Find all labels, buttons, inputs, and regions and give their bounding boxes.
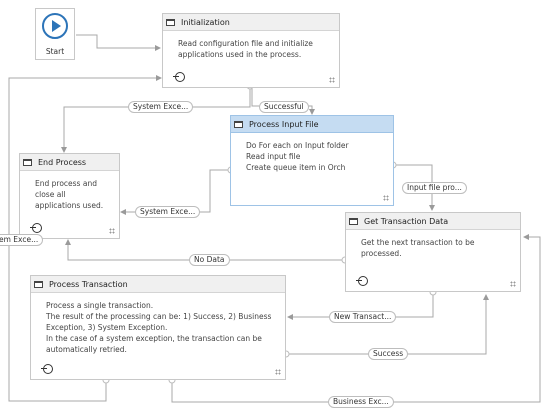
state-header: Process Input File [231,116,393,133]
transition-label-business-exception[interactable]: Business Exc... [328,396,394,408]
state-description: Get the next transaction to be processed… [361,238,475,258]
state-window-icon [349,217,358,225]
resize-grip-icon[interactable] [109,228,115,234]
state-process-transaction[interactable]: Process Transaction Process a single tra… [30,275,286,380]
start-node[interactable]: Start [35,8,75,60]
state-title: Process Input File [249,119,319,129]
resize-grip-icon[interactable] [383,195,389,201]
state-description: Read configuration file and initialize a… [178,39,313,59]
resize-grip-icon[interactable] [275,369,281,375]
state-description: Process a single transaction. The result… [46,301,272,354]
state-get-transaction-data[interactable]: Get Transaction Data Get the next transa… [345,212,521,292]
state-process-input-file[interactable]: Process Input File Do For each on Input … [230,115,394,206]
state-window-icon [23,158,32,166]
state-header: End Process [20,154,119,171]
state-title: End Process [38,157,87,167]
entry-icon [30,223,42,233]
transition-label-system-exception[interactable]: em Exce... [0,234,44,246]
state-title: Process Transaction [49,279,128,289]
state-header: Initialization [163,14,339,31]
state-title: Initialization [181,17,230,27]
entry-icon [41,364,53,374]
entry-icon [356,276,368,286]
state-header: Process Transaction [31,276,285,293]
state-window-icon [234,120,243,128]
transition-label-system-exception[interactable]: System Exce... [128,101,194,113]
transition-label-success[interactable]: Success [368,348,409,360]
state-window-icon [34,280,43,288]
start-label: Start [45,47,65,56]
transition-label-new-transaction[interactable]: New Transact... [329,311,397,323]
state-header: Get Transaction Data [346,213,520,230]
transition-label-no-data[interactable]: No Data [189,254,230,266]
transition-label-input-file-processed[interactable]: Input file pro... [402,182,467,194]
resize-grip-icon[interactable] [510,281,516,287]
state-description: Do For each on Input folder Read input f… [246,141,349,172]
start-play-icon [42,13,68,39]
transition-label-system-exception[interactable]: System Exce... [135,206,201,218]
transition-label-successful[interactable]: Successful [259,101,309,113]
entry-icon [173,72,185,82]
state-initialization[interactable]: Initialization Read configuration file a… [162,13,340,88]
state-title: Get Transaction Data [364,216,449,226]
state-description: End process and close all applications u… [35,179,104,210]
state-window-icon [166,18,175,26]
resize-grip-icon[interactable] [329,77,335,83]
state-end-process[interactable]: End Process End process and close all ap… [19,153,120,239]
